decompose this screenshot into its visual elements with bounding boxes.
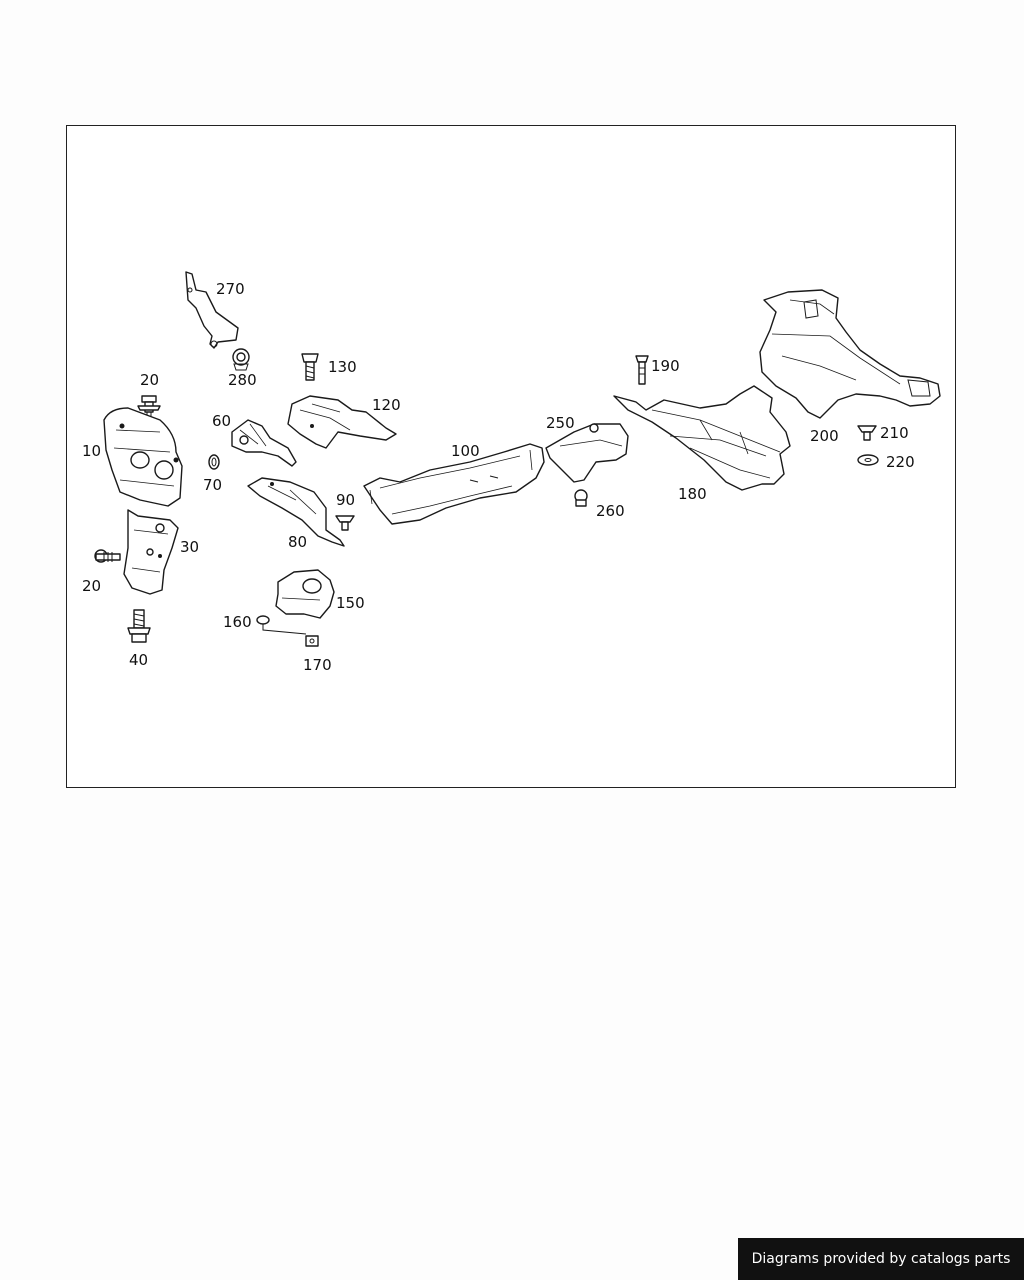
callout-150: 150: [336, 594, 365, 612]
part-100-tunnel-shield[interactable]: [363, 443, 545, 525]
part-120-shield[interactable]: [287, 395, 397, 449]
callout-220: 220: [886, 453, 915, 471]
part-210-clip[interactable]: [857, 425, 877, 441]
part-60-bracket[interactable]: [231, 419, 297, 467]
part-130-bolt[interactable]: [301, 353, 319, 381]
callout-60: 60: [212, 412, 231, 430]
part-220-washer[interactable]: [857, 454, 879, 466]
part-160-washer[interactable]: [256, 615, 307, 635]
callout-20-upper: 20: [140, 371, 159, 389]
callout-280: 280: [228, 371, 257, 389]
callout-70: 70: [203, 476, 222, 494]
callout-270: 270: [216, 280, 245, 298]
callout-250: 250: [546, 414, 575, 432]
part-30-lower-shield[interactable]: [123, 509, 179, 595]
part-150-shield[interactable]: [275, 569, 335, 619]
callout-210: 210: [880, 424, 909, 442]
part-180-floor-shield[interactable]: [613, 385, 791, 491]
part-200-rear-shield[interactable]: [759, 289, 941, 419]
callout-100: 100: [451, 442, 480, 460]
callout-80: 80: [288, 533, 307, 551]
callout-260: 260: [596, 502, 625, 520]
part-190-clip[interactable]: [635, 355, 649, 385]
callout-120: 120: [372, 396, 401, 414]
callout-200: 200: [810, 427, 839, 445]
part-20-upper-bolt[interactable]: [137, 395, 161, 418]
part-70-clip[interactable]: [208, 454, 220, 470]
callout-40: 40: [129, 651, 148, 669]
part-90-clip[interactable]: [335, 515, 355, 531]
callout-180: 180: [678, 485, 707, 503]
part-260-nut[interactable]: [574, 489, 588, 507]
part-250-shield[interactable]: [545, 423, 629, 483]
callout-10: 10: [82, 442, 101, 460]
callout-170: 170: [303, 656, 332, 674]
credit-banner: Diagrams provided by catalogs parts: [738, 1238, 1024, 1280]
callout-20-lower: 20: [82, 577, 101, 595]
part-20-lower-bolt[interactable]: [94, 549, 121, 563]
callout-190: 190: [651, 357, 680, 375]
part-170-nut[interactable]: [305, 635, 319, 647]
callout-160: 160: [223, 613, 252, 631]
part-270-bracket[interactable]: [185, 271, 239, 349]
part-80-shield[interactable]: [247, 477, 345, 547]
callout-90: 90: [336, 491, 355, 509]
part-10-heat-shield[interactable]: [103, 407, 183, 507]
part-40-bolt[interactable]: [127, 609, 151, 643]
callout-30: 30: [180, 538, 199, 556]
callout-130: 130: [328, 358, 357, 376]
part-280-nut[interactable]: [232, 348, 250, 371]
